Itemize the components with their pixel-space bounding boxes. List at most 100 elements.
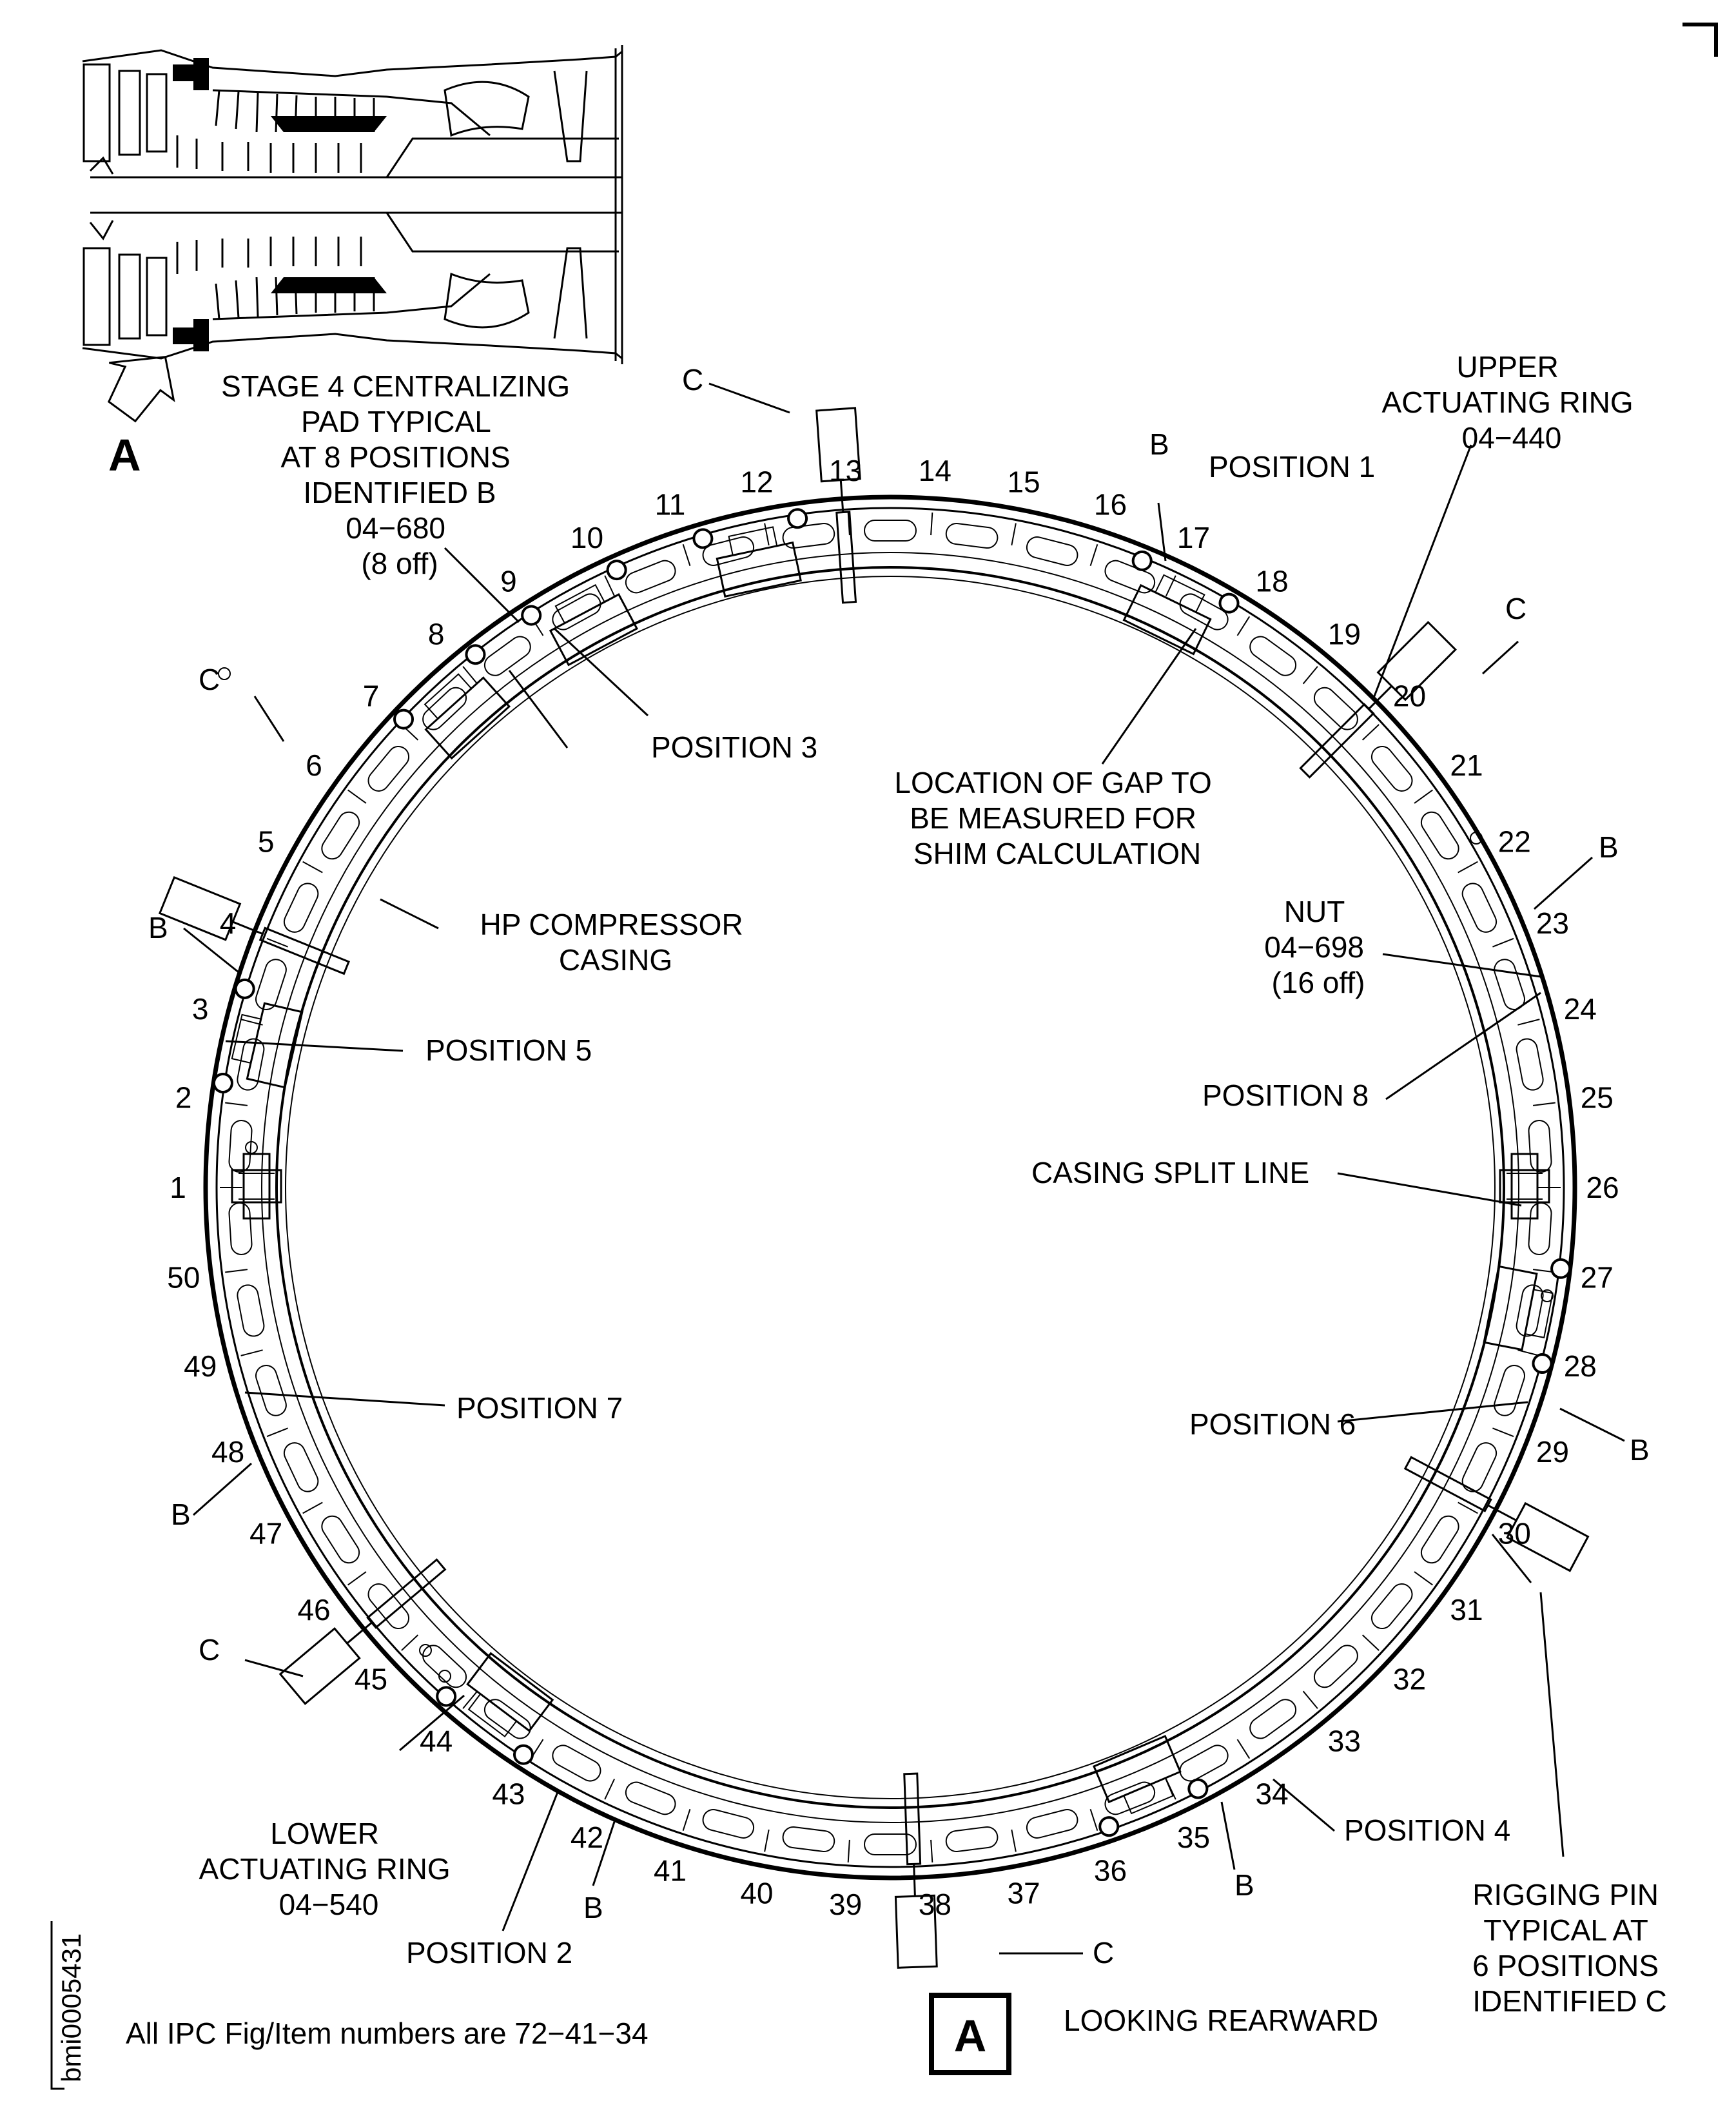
position-number: 42 <box>571 1821 603 1854</box>
b-label: B <box>1599 830 1619 864</box>
ring-slot <box>945 1826 999 1852</box>
rigging-pin <box>278 1558 447 1705</box>
position-number: 33 <box>1328 1724 1361 1757</box>
ring-slot <box>1026 1809 1078 1839</box>
position-number: 48 <box>211 1435 244 1469</box>
ring-slot <box>1026 536 1078 566</box>
ring-slot <box>422 687 467 730</box>
position-tick <box>1492 1427 1514 1438</box>
centralizing-pad <box>393 644 511 760</box>
ring-slot <box>483 1699 531 1739</box>
position-number: 12 <box>740 465 773 499</box>
position-tick <box>225 1269 248 1273</box>
position-tick <box>462 1690 478 1709</box>
position-tick <box>764 1829 770 1852</box>
c-label: C <box>199 663 220 696</box>
centralizing-pad <box>436 1652 554 1765</box>
ring-slot <box>321 811 360 860</box>
ring-slot <box>1179 1744 1229 1782</box>
ipc-note: All IPC Fig/Item numbers are 72−41−34 <box>126 2017 649 2050</box>
position-tick <box>1302 1690 1318 1709</box>
ring-slot <box>1494 1365 1525 1416</box>
figure-id: bmi0005431 <box>56 1933 86 2082</box>
nut-icon <box>1532 1353 1553 1374</box>
centralizing-pads <box>212 508 1572 1837</box>
position-number: 19 <box>1328 618 1361 651</box>
position-number: 30 <box>1498 1517 1531 1550</box>
ring-hole <box>1470 832 1483 845</box>
position-number: 11 <box>655 488 686 522</box>
position-number: 27 <box>1581 1261 1614 1295</box>
corner-mark <box>1682 23 1718 57</box>
position-number: 24 <box>1564 992 1597 1026</box>
centralizing-pad <box>1483 1258 1572 1374</box>
rigging-pin <box>158 875 350 975</box>
ring-slot <box>237 1284 265 1337</box>
split-bolt-right <box>1499 1153 1550 1220</box>
position-6-label: POSITION 6 <box>1189 1407 1356 1441</box>
view-letter: A <box>108 430 141 480</box>
nut-icon <box>787 508 808 529</box>
ring-slot <box>422 1645 467 1688</box>
nut-icon <box>521 605 542 626</box>
ring-slot <box>367 745 410 792</box>
position-number: 40 <box>740 1876 773 1910</box>
ring-slot <box>945 523 999 549</box>
split-line-label: CASING SPLIT LINE <box>1031 1156 1309 1189</box>
position-number: 3 <box>192 992 209 1026</box>
ring-slot <box>367 1583 410 1630</box>
position-number: 14 <box>919 454 951 487</box>
ring-slot <box>1461 1442 1497 1492</box>
ring-slot <box>1494 959 1525 1010</box>
ring-slot <box>1313 687 1358 730</box>
position-tick <box>604 575 615 596</box>
ring-slot <box>1249 636 1297 676</box>
position-number: 7 <box>363 679 380 712</box>
position-tick <box>1517 1019 1540 1026</box>
gap-label: LOCATION OF GAP TO BE MEASURED FOR SHIM … <box>894 766 1220 870</box>
casing-inner-edge <box>275 566 1505 1809</box>
ring-hole <box>218 667 231 680</box>
nut-icon <box>606 560 627 581</box>
ring-slot <box>228 1120 253 1173</box>
ring-hole <box>438 1670 451 1683</box>
footer: A LOOKING REARWARD All IPC Fig/Item numb… <box>50 1921 1378 2090</box>
position-number: 5 <box>258 825 275 858</box>
ring-slot <box>625 560 676 594</box>
position-3-label: POSITION 3 <box>651 730 817 764</box>
position-tick <box>847 513 850 536</box>
position-number: 10 <box>571 521 603 554</box>
position-7-label: POSITION 7 <box>456 1391 623 1425</box>
rigging-pin <box>815 407 861 604</box>
position-number: 36 <box>1094 1853 1127 1887</box>
position-number: 8 <box>428 618 445 651</box>
nut-icon <box>465 644 486 665</box>
lower-ring-label: LOWER ACTUATING RING 04−540 <box>199 1817 459 1921</box>
rigging-pin <box>1403 1456 1590 1572</box>
pad-part-label: 04−680 (8 off) <box>346 511 454 580</box>
split-bolt-left <box>231 1153 282 1220</box>
position-tick <box>1236 616 1251 636</box>
ring-slot <box>1370 745 1413 792</box>
ring-slot <box>702 536 755 566</box>
ring-slot <box>625 1781 676 1815</box>
upper-ring-label: UPPER ACTUATING RING 04−440 <box>1382 350 1642 454</box>
position-tick <box>462 666 478 685</box>
position-number: 2 <box>175 1080 192 1114</box>
position-number: 23 <box>1536 906 1569 940</box>
position-number: 41 <box>654 1853 687 1887</box>
position-number: 49 <box>184 1349 217 1383</box>
ring-slot <box>321 1515 360 1564</box>
ring-slot <box>1249 1699 1297 1739</box>
position-number: 39 <box>829 1888 862 1921</box>
position-number: 22 <box>1498 825 1531 858</box>
b-label: B <box>171 1498 191 1531</box>
position-tick <box>682 544 691 566</box>
position-ticks <box>220 513 1561 1862</box>
ring-slot <box>702 1809 755 1839</box>
labels: STAGE 4 CENTRALIZING PAD TYPICAL AT 8 PO… <box>148 350 1667 2018</box>
centralizing-pad <box>1122 550 1240 656</box>
position-number: 1 <box>170 1171 186 1204</box>
ring-slot <box>228 1202 253 1255</box>
